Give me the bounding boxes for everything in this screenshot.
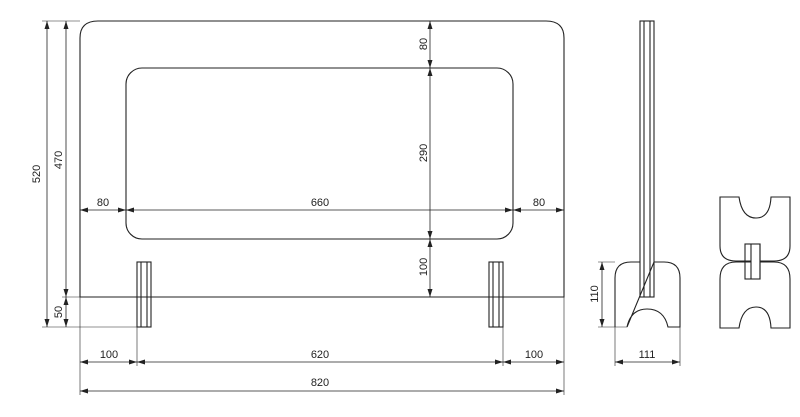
dim-foot-positions <box>79 297 565 395</box>
side-panel-edge <box>639 20 655 298</box>
dim-label-bottom-margin: 100 <box>418 258 430 276</box>
dim-label-foot-offset-left: 100 <box>100 349 118 361</box>
dim-label-side-foot-width: 111 <box>639 349 656 361</box>
foot-part-lower <box>719 261 791 329</box>
panel-outline <box>79 20 565 298</box>
dim-label-foot-spacing: 620 <box>311 349 329 361</box>
dim-label-right-margin: 80 <box>533 197 545 209</box>
panel-window <box>125 67 514 240</box>
dim-side-foot-width <box>614 327 681 366</box>
dim-total-width <box>80 388 564 394</box>
front-view: 520 470 50 80 290 100 <box>31 20 565 395</box>
dim-label-height-total: 520 <box>31 165 43 183</box>
dim-label-total-width: 820 <box>311 377 329 389</box>
dim-label-left-margin: 80 <box>97 197 109 209</box>
dim-horizontal-chain <box>80 207 564 213</box>
dim-label-side-foot-height: 110 <box>589 285 601 303</box>
dim-label-window-height: 290 <box>418 144 430 162</box>
dim-side-foot-height <box>598 261 627 328</box>
dim-label-foot-below: 50 <box>53 306 65 318</box>
dim-foot-below <box>63 297 69 327</box>
foot-part-upper <box>719 196 791 262</box>
side-view: 110 111 <box>589 20 681 366</box>
dim-height-total <box>42 20 137 328</box>
side-foot <box>614 261 681 328</box>
foot-parts-detail <box>719 196 791 329</box>
dim-height-panel <box>62 21 80 298</box>
dim-label-height-panel: 470 <box>53 151 65 169</box>
dim-label-foot-offset-right: 100 <box>525 349 543 361</box>
dim-vertical-chain <box>427 21 433 297</box>
foot-left <box>136 261 152 328</box>
foot-right <box>488 261 504 328</box>
dim-label-window-width: 660 <box>311 197 329 209</box>
foot-part-slot-insert <box>744 243 761 280</box>
dim-label-top-margin: 80 <box>418 38 430 50</box>
